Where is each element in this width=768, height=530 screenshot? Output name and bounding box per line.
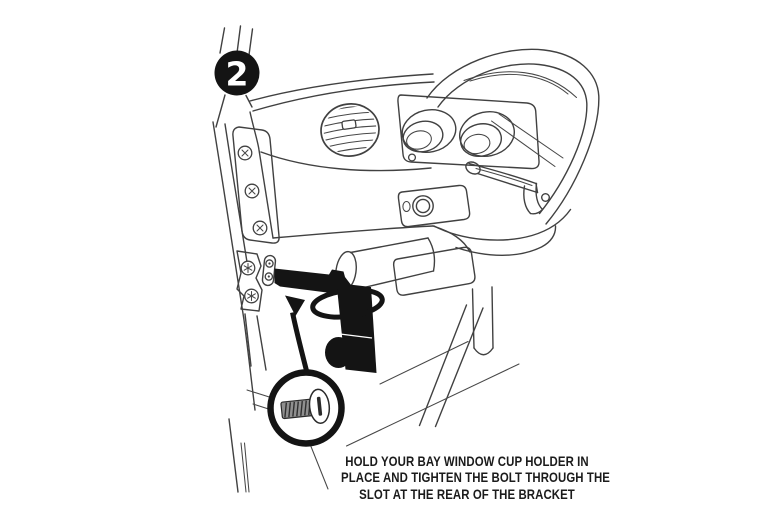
cup-holder	[274, 268, 385, 373]
dash-lower	[335, 208, 572, 447]
ignition-knob	[402, 195, 434, 217]
cup-holder-foot	[325, 337, 352, 368]
gauge-left	[401, 109, 457, 153]
ignition-panel	[397, 184, 471, 228]
windshield-pillar	[215, 25, 254, 128]
caption-line-2: PLACE AND TIGHTEN THE BOLT THROUGH THE	[341, 470, 610, 486]
caption-line-1: HOLD YOUR BAY WINDOW CUP HOLDER IN	[345, 454, 589, 469]
door-hinge	[236, 250, 263, 312]
ignition-key-strap	[523, 182, 551, 215]
arrowhead	[285, 295, 305, 316]
wheel-spoke	[490, 113, 564, 168]
trim-screw-pill	[261, 254, 277, 287]
step-number: 2	[226, 55, 249, 94]
bolt-detail-circle	[267, 369, 345, 447]
under-dash-tray	[392, 246, 476, 296]
gauge-right	[459, 111, 515, 157]
cup-holder-ring	[310, 287, 385, 320]
steering-column	[418, 304, 484, 428]
turn-signal-stalk	[465, 161, 539, 194]
cup-holder-bracket	[274, 268, 355, 295]
bolt-slot	[316, 396, 323, 416]
bolt	[280, 388, 331, 424]
caption-line-3: SLOT AT THE REAR OF THE BRACKET	[359, 486, 575, 502]
caption: HOLD YOUR BAY WINDOW CUP HOLDER IN PLACE…	[341, 454, 610, 503]
vent-knob	[341, 119, 357, 130]
floor-lines	[345, 340, 520, 447]
pillar-screws	[237, 145, 268, 236]
instrument-cluster	[397, 94, 540, 170]
air-vent	[318, 103, 382, 157]
step-2-badge: 2	[214, 50, 260, 96]
steering-wheel	[426, 48, 600, 225]
support-tube	[471, 286, 494, 356]
